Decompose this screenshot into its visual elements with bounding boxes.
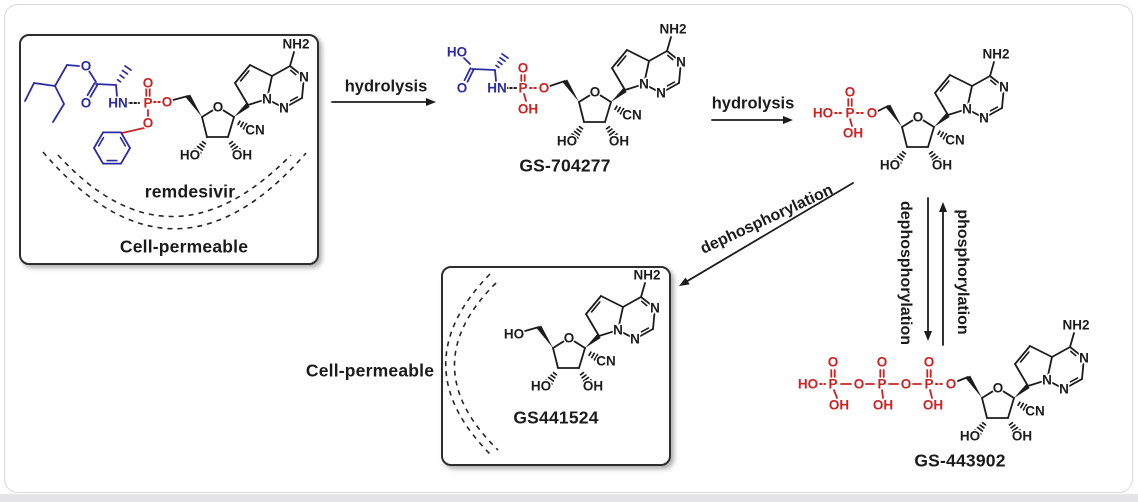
remdesivir-cell-permeable-box (19, 34, 319, 265)
compound-label-remdesivir: remdesivir (144, 181, 236, 202)
hydrolysis-label-1: hydrolysis (344, 77, 428, 96)
hydrolysis-label-2: hydrolysis (711, 94, 795, 113)
phosphorylation-label-vertical: phosphorylation (954, 209, 971, 335)
compound-label-gs441524: GS441524 (513, 407, 599, 428)
bottom-bar (0, 494, 1138, 502)
gs441524-cell-permeable-box (441, 266, 671, 466)
cell-permeable-label-middle: Cell-permeable (305, 360, 435, 381)
compound-label-gs443902: GS-443902 (914, 450, 1006, 471)
cell-permeable-label-left: Cell-permeable (119, 236, 249, 257)
compound-label-gs704277: GS-704277 (519, 155, 611, 176)
dephosphorylation-label-vertical: dephosphorylation (897, 201, 914, 345)
